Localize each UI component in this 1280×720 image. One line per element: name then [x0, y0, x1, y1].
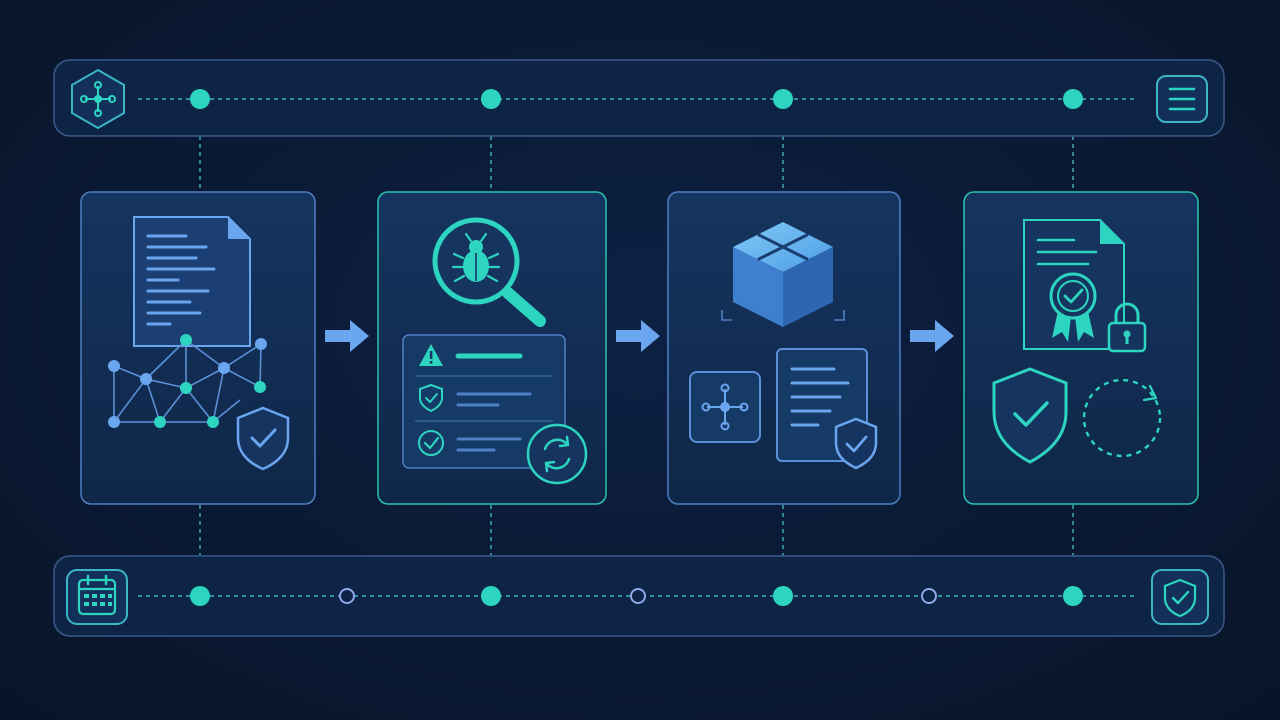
bottom-timeline-bar [53, 555, 1225, 637]
scan-results-card [402, 334, 566, 469]
warning-icon [419, 344, 443, 366]
timeline-node [1063, 586, 1083, 606]
stage-panel-3[interactable] [667, 191, 901, 505]
arrow-right-icon [616, 320, 660, 352]
timeline-node-minor [921, 588, 937, 604]
timeline-node [1063, 89, 1083, 109]
timeline-node [773, 586, 793, 606]
code-document-icon [133, 216, 251, 347]
arrow-right-icon [325, 320, 369, 352]
shield-check-icon [236, 406, 290, 471]
lock-icon [1107, 302, 1147, 353]
arrow-right-icon [910, 320, 954, 352]
network-hub-icon[interactable] [71, 68, 125, 130]
package-box-icon [721, 222, 845, 327]
timeline-node-minor [339, 588, 355, 604]
vertical-connectors [199, 112, 1074, 583]
timeline-node [773, 89, 793, 109]
stage-panel-4[interactable] [963, 191, 1199, 505]
stage-panel-2[interactable] [377, 191, 607, 505]
shield-check-icon[interactable] [1151, 569, 1209, 625]
network-hub-icon [689, 371, 761, 443]
refresh-icon [526, 423, 588, 485]
certificate-icon [1023, 219, 1125, 350]
document-shield-icon [776, 348, 878, 470]
stage-panel-1[interactable] [80, 191, 316, 505]
timeline-node [190, 89, 210, 109]
menu-icon[interactable] [1156, 75, 1208, 123]
network-graph-icon [108, 334, 267, 428]
calendar-icon[interactable] [66, 569, 128, 625]
shield-check-icon [992, 367, 1068, 464]
timeline-node [190, 586, 210, 606]
timeline-node [481, 89, 501, 109]
shield-check-icon [419, 383, 443, 413]
check-circle-icon [418, 430, 444, 456]
top-timeline-bar [53, 59, 1225, 137]
bug-search-icon [432, 217, 546, 327]
timeline-node-minor [630, 588, 646, 604]
timeline-node [481, 586, 501, 606]
loading-circle-icon [1082, 378, 1162, 458]
